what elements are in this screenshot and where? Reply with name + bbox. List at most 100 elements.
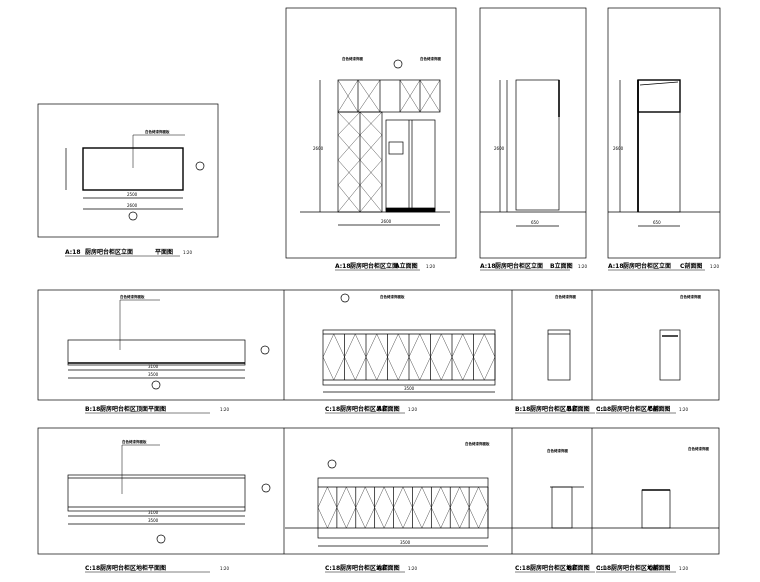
detail-marker-icon (340, 293, 350, 303)
view-b-section-c: 白色烤漆饰面 (659, 294, 701, 381)
dim-label: 3500 (400, 540, 411, 545)
view-name: C剖面图 (648, 405, 670, 413)
section-marker-icon (128, 211, 138, 221)
door-open-indicator (431, 486, 451, 529)
dim-label: 2600 (494, 146, 505, 151)
view-name: 平面图 (155, 248, 173, 256)
view-name: A立面图 (395, 262, 418, 270)
view-a-section-c: 2600 650 A:18 厨房吧台柜区立面 C剖面图 1:20 (607, 7, 721, 271)
view-scale: 1:20 (578, 264, 587, 269)
view-title: 厨房吧台柜区立面 (623, 262, 671, 270)
view-code: C:18 (325, 565, 340, 572)
view-scale: 1:20 (220, 407, 229, 412)
door-open-indicator (387, 333, 410, 381)
material-note: 白色烤漆饰面 (420, 56, 441, 61)
view-name: A立面图 (377, 405, 400, 413)
dim-label: 2500 (127, 192, 138, 197)
door-open-indicator (450, 486, 470, 529)
frame (607, 7, 721, 259)
door-open-indicator (468, 486, 489, 529)
view-scale: 1:20 (710, 264, 719, 269)
view-title: 厨房吧台柜区地柜 (340, 564, 388, 572)
view-b-plan: 3100 3500 白色烤漆饰面板 (67, 294, 270, 390)
material-note: 白色烤漆饰面 (688, 446, 709, 451)
view-scale: 1:20 (679, 566, 688, 571)
view-code: C:18 (596, 565, 611, 572)
frame (37, 103, 219, 238)
view-title: 厨房吧台柜区地柜 (530, 564, 578, 572)
door-open-indicator (374, 486, 394, 529)
view-scale: 1:20 (426, 264, 435, 269)
view-code: A:18 (65, 249, 81, 256)
view-title: 厨房吧台柜区立面 (495, 262, 543, 270)
dim-label: 3100 (148, 510, 159, 515)
material-note: 白色烤漆饰面板 (465, 441, 490, 446)
view-code: A:18 (608, 263, 624, 270)
section-marker-icon (195, 161, 205, 171)
view-name: A立面图 (377, 564, 400, 572)
dim-label: 2600 (613, 146, 624, 151)
view-code: C:18 (325, 406, 340, 413)
detail-marker-icon (327, 459, 337, 469)
view-c-elevation-a: 3500 白色烤漆饰面板 (285, 441, 512, 547)
dim-label: 3500 (404, 386, 415, 391)
section-marker-icon (156, 534, 166, 544)
door-open-indicator (317, 486, 338, 529)
material-note: 白色烤漆饰面板 (145, 129, 170, 134)
view-code: A:18 (480, 263, 496, 270)
dim-label: 2600 (381, 219, 392, 224)
frame (479, 7, 587, 259)
door-open-indicator (412, 486, 432, 529)
door-open-indicator (393, 486, 413, 529)
dim-label: 3500 (148, 372, 159, 377)
section-marker-icon (151, 380, 161, 390)
section-marker-icon (260, 345, 270, 355)
door-open-indicator (365, 333, 388, 381)
view-name: B立面图 (567, 564, 590, 572)
view-code: B:18 (85, 406, 100, 413)
view-c-plan: 3100 3500 白色烤漆饰面板 (67, 439, 271, 544)
door-open-indicator (451, 333, 474, 381)
view-scale: 1:20 (408, 407, 417, 412)
view-title: 厨房吧台柜区立面 (85, 248, 133, 256)
material-note: 白色烤漆饰面 (342, 56, 363, 61)
door-open-indicator (344, 333, 367, 381)
door-open-indicator (430, 333, 453, 381)
material-note: 白色烤漆饰面板 (380, 294, 405, 299)
door-open-indicator (408, 333, 431, 381)
view-a-plan: 白色烤漆饰面板 2500 2600 A:18 厨房吧台柜区立面 平面图 1:20 (37, 103, 219, 257)
row-3-frames (37, 427, 720, 555)
view-code: B:18 (515, 406, 530, 413)
row-2-frames (37, 289, 720, 401)
material-note: 白色烤漆饰面板 (120, 294, 145, 299)
view-title: 厨房吧台柜区顶面平面图 (100, 405, 166, 413)
dim-label: 2600 (313, 146, 324, 151)
view-title: 厨房吧台柜区立面 (350, 262, 398, 270)
view-title: 厨房吧台柜区吊柜 (530, 405, 578, 413)
material-note: 白色烤漆饰面板 (122, 439, 147, 444)
view-b-elevation-b: 白色烤漆饰面 (547, 294, 576, 381)
view-scale: 1:20 (183, 250, 192, 255)
view-code: C:18 (515, 565, 530, 572)
view-title: 厨房吧台柜区吊柜 (611, 405, 659, 413)
view-scale: 1:20 (679, 407, 688, 412)
view-a-elevation-b: 2600 650 A:18 厨房吧台柜区立面 B立面图 1:20 (479, 7, 587, 271)
view-code: C:18 (596, 406, 611, 413)
material-note: 白色烤漆饰面 (555, 294, 576, 299)
material-note: 白色烤漆饰面 (547, 448, 568, 453)
door-open-indicator (355, 486, 375, 529)
view-scale: 1:20 (598, 566, 607, 571)
view-scale: 1:20 (598, 407, 607, 412)
view-title: 厨房吧台柜区地柜平面图 (100, 564, 166, 572)
view-b-elevation-a: 3500 白色烤漆饰面板 (322, 293, 496, 393)
refrigerator (385, 119, 436, 211)
material-note: 白色烤漆饰面 (680, 294, 701, 299)
dim-label: 650 (653, 220, 661, 225)
dim-label: 650 (531, 220, 539, 225)
view-name: C剖面图 (648, 564, 670, 572)
view-name: B立面图 (567, 405, 590, 413)
view-a-elevation-a: 2600 2600 白色烤漆饰面 白色烤漆饰面 A:18 厨房吧台柜区立面 A立… (285, 7, 457, 271)
view-name: C剖面图 (680, 262, 702, 270)
